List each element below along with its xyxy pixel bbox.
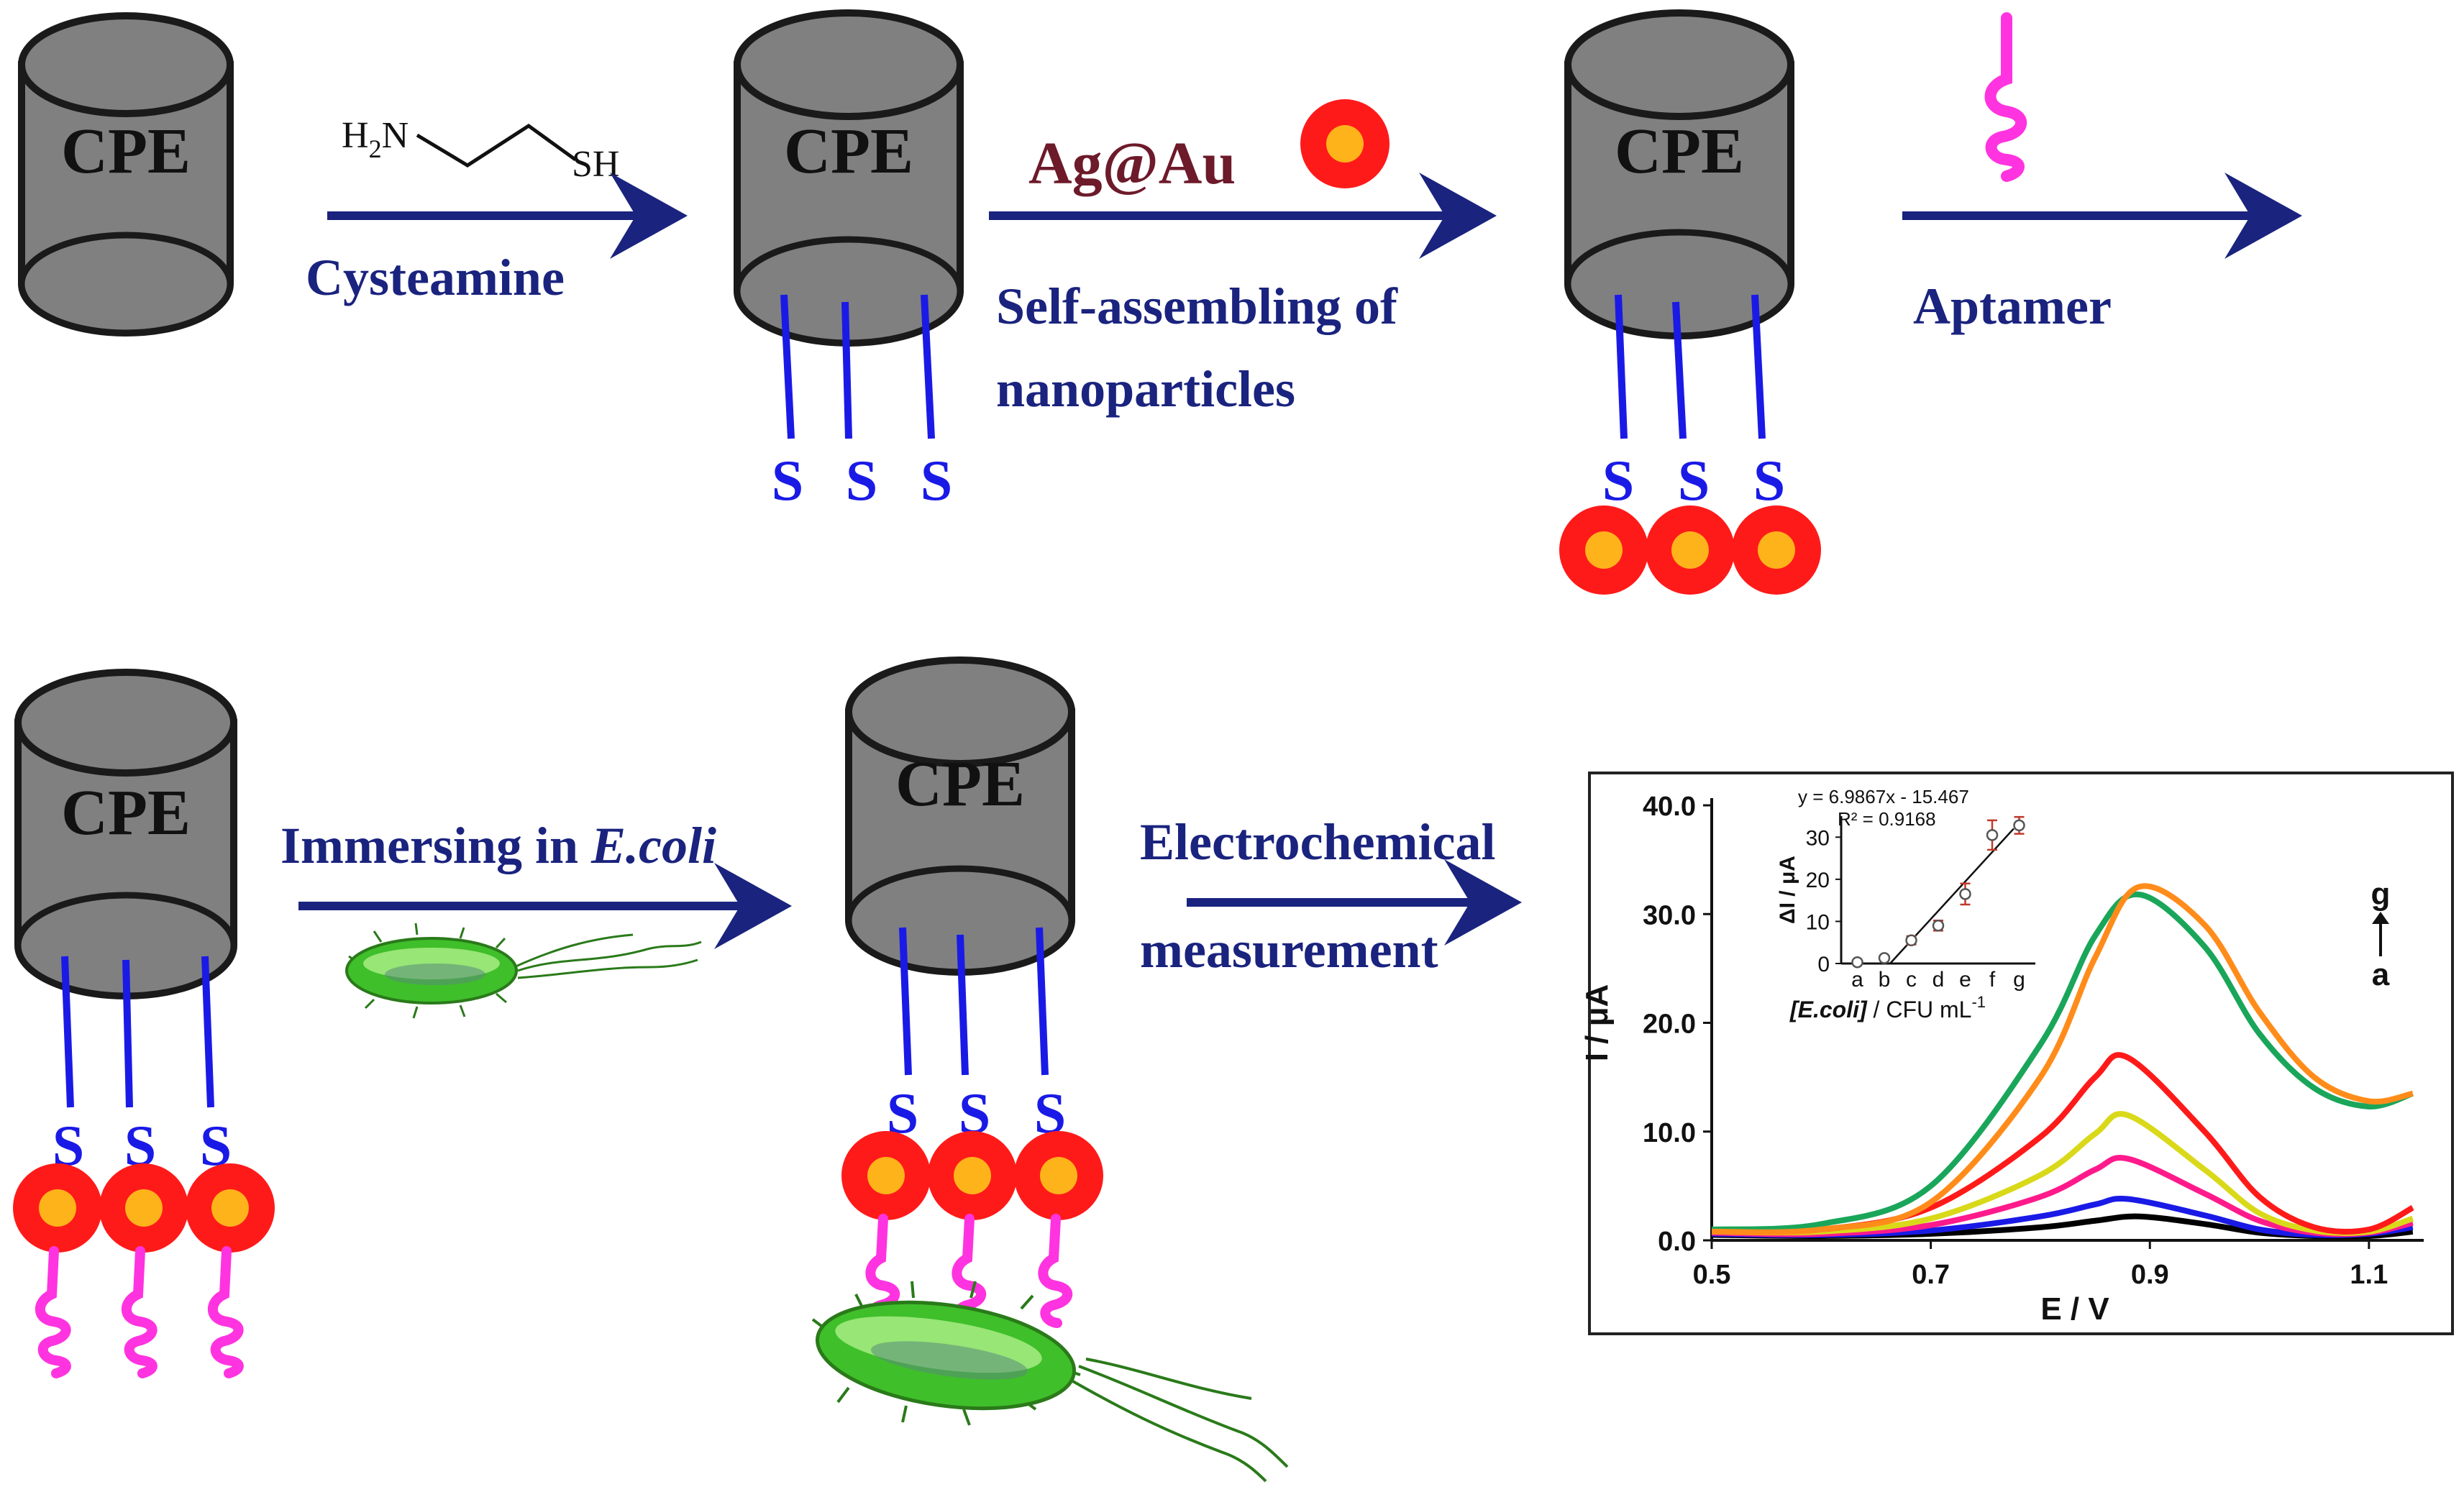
x-tick-label: 1.1 [2350, 1260, 2388, 1290]
cysteamine-formula-left: H2N [342, 115, 409, 163]
series-line-d [1711, 1111, 2414, 1236]
y-tick-label: 30.0 [1643, 900, 1696, 930]
inset-x-tick-label: b [1879, 968, 1891, 992]
step-measurement: Electrochemical measurement [1140, 813, 1522, 979]
cysteamine-formula-right: SH [572, 144, 619, 185]
nanoparticle-icon [1300, 99, 1390, 188]
inset-data-point [1986, 829, 1999, 841]
electrode-nanoparticles: CPE S S S [1559, 9, 1821, 595]
inset-x-tick-label: c [1906, 968, 1917, 992]
inset-y-tick-label: 20 [1806, 869, 1830, 892]
nanoparticle-row [13, 1163, 275, 1253]
sulfur-label: S [846, 449, 878, 513]
step-2-label-line2: nanoparticles [996, 360, 1295, 418]
electrode-label: CPE [1615, 116, 1744, 187]
cysteamine-bond [416, 123, 577, 168]
series-bottom-label: a [2372, 957, 2390, 992]
inset-x-tick-label: d [1933, 968, 1945, 992]
bacterium-icon [811, 1281, 1289, 1483]
inset-data-point [1851, 956, 1863, 969]
y-tick-label: 40.0 [1643, 792, 1696, 822]
inset-x-axis-label: [E.coli] / CFU mL-1 [1789, 993, 1986, 1022]
electrode-aptamer: CPE S S S [13, 669, 275, 1378]
series-order-indicator: g a [2371, 877, 2391, 992]
voltammogram-panel: 0.0 10.0 20.0 30.0 40.0 0.5 0.7 0.9 1.1 E / V I … [1579, 772, 2454, 1335]
step-aptamer: Aptamer [1902, 12, 2302, 335]
sulfur-label: S [921, 449, 953, 513]
y-tick-label: 0.0 [1658, 1227, 1696, 1257]
step-2-reagent: Ag@Au [1028, 130, 1236, 197]
step-4-label: Immersing in E.coli [280, 817, 716, 874]
nanoparticle-row [841, 1131, 1103, 1220]
y-tick-label: 20.0 [1643, 1010, 1696, 1040]
step-3-label: Aptamer [1913, 278, 2112, 335]
series-top-label: g [2371, 877, 2391, 912]
series-line-g [1711, 883, 2414, 1235]
inset-data-point [1932, 920, 1945, 932]
step-5-label-line1: Electrochemical [1140, 813, 1495, 871]
electrode-label: CPE [61, 116, 191, 187]
linker-group: S S S [772, 294, 953, 513]
step-cysteamine: H2N SH Cysteamine [306, 115, 688, 306]
inset-data-point [1878, 952, 1891, 964]
inset-x-tick-label: e [1959, 968, 1971, 992]
linker-group: S S S [1602, 294, 1786, 513]
inset-y-axis-label: ΔI / μA [1776, 856, 1799, 924]
electrode-label: CPE [895, 749, 1025, 820]
aptamer-strands [35, 1246, 244, 1378]
fit-r-squared: R² = 0.9168 [1838, 808, 1936, 830]
sulfur-label: S [1602, 449, 1635, 513]
inset-y-tick-label: 0 [1817, 953, 1830, 976]
inset-data-point [1959, 888, 1971, 900]
x-tick-label: 0.9 [2131, 1260, 2169, 1290]
y-axis-label: I / μA [1579, 984, 1615, 1062]
inset-data-point [2013, 819, 2025, 832]
step-5-label-line2: measurement [1140, 921, 1438, 979]
x-tick-label: 0.7 [1912, 1260, 1950, 1290]
inset-y-tick-label: 10 [1806, 910, 1830, 934]
electrode-label: CPE [784, 116, 913, 187]
dpv-chart: 0.0 10.0 20.0 30.0 40.0 0.5 0.7 0.9 1.1 E / V I … [1579, 792, 2424, 1327]
nanoparticle-row [1559, 505, 1821, 595]
aptamer-icon [1984, 12, 2027, 182]
electrode-cysteamine: CPE S S S [734, 9, 964, 513]
inset-y-tick-label: 30 [1806, 826, 1830, 850]
electrode-label: CPE [61, 777, 191, 848]
sulfur-label: S [772, 449, 804, 513]
step-nanoparticles: Ag@Au Self-assembling of nanoparticles [989, 99, 1497, 418]
y-tick-label: 10.0 [1643, 1118, 1696, 1148]
x-tick-label: 0.5 [1693, 1260, 1731, 1290]
step-1-label: Cysteamine [306, 249, 565, 306]
x-axis-label: E / V [2040, 1291, 2109, 1327]
step-2-label-line1: Self-assembling of [996, 278, 1398, 335]
electrode-captured: CPE S S S [811, 656, 1289, 1483]
sulfur-label: S [1753, 449, 1786, 513]
inset-x-tick-label: a [1851, 968, 1863, 992]
bacterium-icon [345, 923, 702, 1019]
inset-data-point [1905, 934, 1917, 947]
step-immersing: Immersing in E.coli [280, 817, 792, 1019]
chart-frame [1588, 772, 2454, 1335]
electrode-bare: CPE [18, 12, 234, 337]
fit-equation: y = 6.9867x - 15.467 [1798, 786, 1969, 807]
inset-x-tick-label: g [2013, 968, 2025, 992]
sulfur-label: S [1678, 449, 1710, 513]
inset-x-tick-label: f [1989, 968, 1996, 992]
